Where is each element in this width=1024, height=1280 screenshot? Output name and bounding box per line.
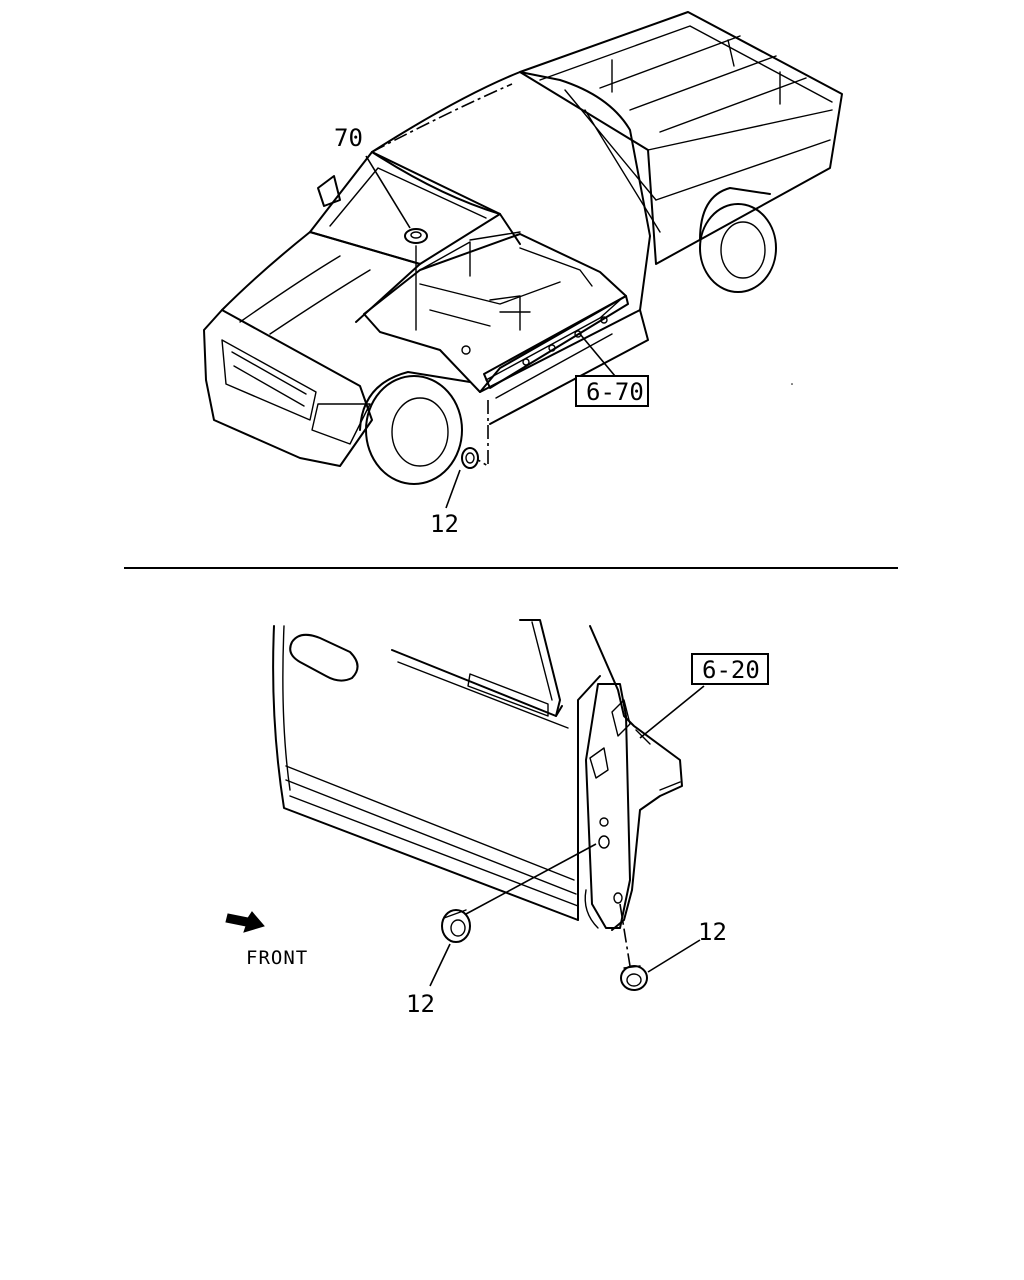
floor-panel-assembly (363, 231, 629, 399)
ref-box-6-70 (575, 375, 649, 407)
ref-label-6-70: 6-70 (586, 378, 644, 406)
plug-12-top-icon (461, 447, 479, 469)
door-pillar-illustration (272, 619, 683, 931)
callout-12-left: 12 (406, 990, 435, 1018)
leader-12-left-to-hole (465, 843, 597, 915)
plug-12-left-icon (441, 909, 471, 943)
plug-70-icon (404, 228, 428, 244)
callout-70: 70 (334, 124, 363, 152)
leader-12-right (647, 939, 701, 973)
callout-12-right: 12 (698, 918, 727, 946)
ref-box-6-20 (691, 653, 769, 685)
front-label: FRONT (246, 947, 308, 969)
callout-12-top: 12 (430, 510, 459, 538)
plug-12-right-icon (620, 965, 648, 991)
truck-illustration (203, 11, 843, 485)
leader-12-top (445, 469, 461, 509)
leader-dash-12-top (477, 400, 489, 468)
leader-6-70 (579, 333, 621, 383)
front-arrow-icon (225, 911, 265, 933)
ref-label-6-20: 6-20 (702, 656, 760, 684)
leader-dash-12-right (619, 903, 631, 967)
speck (791, 383, 793, 385)
leader-70 (365, 155, 411, 229)
leader-6-20 (639, 685, 705, 739)
leader-12-left (429, 943, 451, 987)
